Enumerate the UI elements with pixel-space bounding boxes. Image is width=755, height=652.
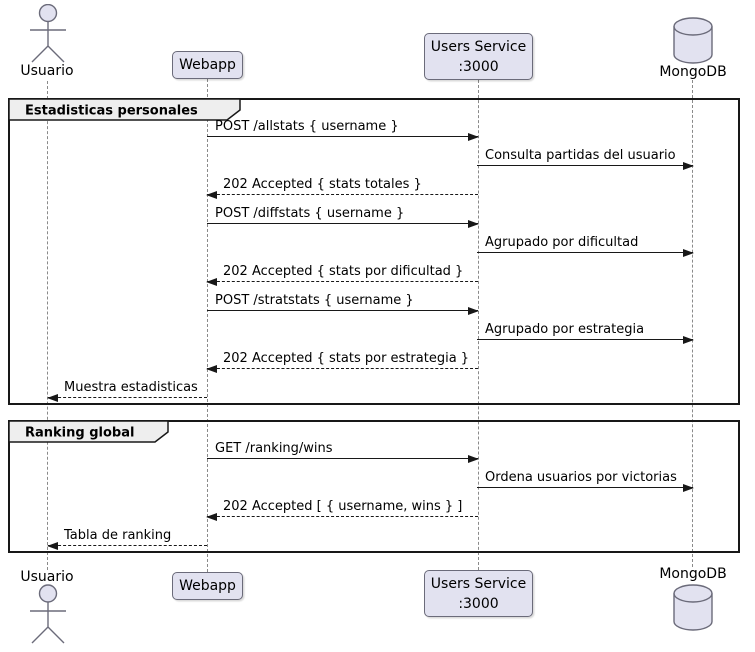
arrowhead-icon xyxy=(683,162,694,170)
lifeline-mongodb xyxy=(692,80,693,567)
arrowhead-icon xyxy=(206,278,217,286)
frame-ranking-tab: Ranking global xyxy=(8,420,169,443)
participant-mongodb-top: MongoDB xyxy=(659,64,727,80)
participant-users-service-name: Users Service xyxy=(430,39,527,55)
arrowhead-icon xyxy=(683,249,694,257)
message-tabla-ranking: Tabla de ranking xyxy=(47,528,207,550)
arrowhead-icon xyxy=(468,307,479,315)
message-agrupado-dificultad: Agrupado por dificultad xyxy=(477,235,694,257)
participant-users-service-port: :3000 xyxy=(458,59,499,75)
participant-users-service-bottom: Users Service :3000 xyxy=(424,570,533,617)
message-arrow xyxy=(207,220,479,228)
actor-icon-bottom xyxy=(30,584,66,644)
message-label: POST /allstats { username } xyxy=(215,119,399,134)
message-arrow xyxy=(206,365,478,373)
message-arrow xyxy=(206,278,478,286)
message-get-ranking-wins: GET /ranking/wins xyxy=(207,441,479,463)
message-arrow xyxy=(477,336,694,344)
message-arrow xyxy=(207,133,479,141)
message-arrow xyxy=(477,249,694,257)
message-post-stratstats: POST /stratstats { username } xyxy=(207,293,479,315)
message-agrupado-estrategia: Agrupado por estrategia xyxy=(477,322,694,344)
message-arrow xyxy=(207,455,479,463)
arrowhead-icon xyxy=(468,133,479,141)
frame-title-estadisticas: Estadisticas personales xyxy=(25,104,198,119)
arrowhead-icon xyxy=(47,394,58,402)
frame-estadisticas-tab: Estadisticas personales xyxy=(8,98,241,121)
message-arrow xyxy=(207,307,479,315)
participant-usuario-top: Usuario xyxy=(20,63,74,79)
message-label: POST /stratstats { username } xyxy=(215,293,414,308)
message-label: 202 Accepted [ { username, wins } ] xyxy=(223,499,463,514)
message-arrow xyxy=(47,394,207,402)
participant-webapp-bottom: Webapp xyxy=(172,572,243,600)
participant-users-service-top: Users Service :3000 xyxy=(424,33,533,80)
message-label: Ordena usuarios por victorias xyxy=(485,470,677,485)
participant-users-service-name: Users Service xyxy=(430,576,527,592)
arrowhead-icon xyxy=(683,336,694,344)
arrowhead-icon xyxy=(47,542,58,550)
frame-estadisticas-personales xyxy=(8,98,740,405)
message-label: Consulta partidas del usuario xyxy=(485,148,676,163)
database-icon xyxy=(673,17,713,64)
frame-title-ranking: Ranking global xyxy=(25,426,134,441)
message-consulta-partidas: Consulta partidas del usuario xyxy=(477,148,694,170)
message-label: Tabla de ranking xyxy=(64,528,172,543)
arrowhead-icon xyxy=(683,484,694,492)
arrowhead-icon xyxy=(206,513,217,521)
participant-webapp-label: Webapp xyxy=(179,578,236,594)
message-202-username-wins: 202 Accepted [ { username, wins } ] xyxy=(206,499,478,521)
participant-users-service-port: :3000 xyxy=(458,596,499,612)
message-arrow xyxy=(206,513,478,521)
message-arrow xyxy=(47,542,207,550)
lifeline-usuario xyxy=(47,81,48,570)
actor-icon xyxy=(30,4,66,63)
lifeline-webapp xyxy=(207,79,208,572)
message-arrow xyxy=(477,162,694,170)
message-202-stats-dificultad: 202 Accepted { stats por dificultad } xyxy=(206,264,478,286)
message-label: POST /diffstats { username } xyxy=(215,206,405,221)
participant-mongodb-bottom: MongoDB xyxy=(659,566,727,582)
message-label: Agrupado por estrategia xyxy=(485,322,645,337)
message-label: 202 Accepted { stats por dificultad } xyxy=(223,264,464,279)
participant-webapp-label: Webapp xyxy=(179,57,236,73)
participant-webapp-top: Webapp xyxy=(172,51,243,79)
arrowhead-icon xyxy=(206,191,217,199)
database-icon-bottom xyxy=(673,584,713,631)
arrowhead-icon xyxy=(206,365,217,373)
message-label: GET /ranking/wins xyxy=(215,441,333,456)
message-label: 202 Accepted { stats por estrategia } xyxy=(223,351,470,366)
arrowhead-icon xyxy=(468,455,479,463)
message-muestra-estadisticas: Muestra estadisticas xyxy=(47,380,207,402)
message-label: Muestra estadisticas xyxy=(64,380,198,395)
participant-usuario-bottom: Usuario xyxy=(20,569,74,585)
message-arrow xyxy=(206,191,478,199)
message-label: 202 Accepted { stats totales } xyxy=(223,177,422,192)
message-ordena-usuarios: Ordena usuarios por victorias xyxy=(477,470,694,492)
message-label: Agrupado por dificultad xyxy=(485,235,639,250)
arrowhead-icon xyxy=(468,220,479,228)
message-202-stats-totales: 202 Accepted { stats totales } xyxy=(206,177,478,199)
message-202-stats-estrategia: 202 Accepted { stats por estrategia } xyxy=(206,351,478,373)
message-post-diffstats: POST /diffstats { username } xyxy=(207,206,479,228)
frame-ranking-global xyxy=(8,420,740,553)
message-arrow xyxy=(477,484,694,492)
message-post-allstats: POST /allstats { username } xyxy=(207,119,479,141)
lifeline-users-service xyxy=(478,80,479,570)
